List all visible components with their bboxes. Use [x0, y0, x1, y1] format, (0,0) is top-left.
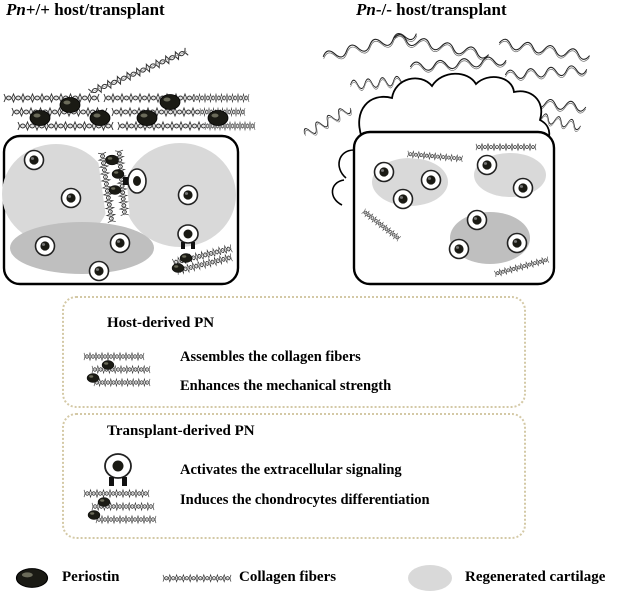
collagen-fiber	[475, 142, 537, 152]
chondrocyte	[60, 187, 82, 209]
host-derived-pn-box	[62, 296, 526, 408]
signaling-cell	[177, 224, 199, 249]
legend-cartilage-label: Regenerated cartilage	[465, 569, 606, 585]
chondrocyte	[177, 184, 199, 206]
periostin-legend-icon	[15, 567, 49, 589]
legend-collagen-label: Collagen fibers	[239, 569, 337, 585]
chondrocyte	[466, 209, 488, 231]
right-panel	[301, 28, 591, 286]
collagen-legend-icon	[162, 573, 232, 583]
host-box-heading: Host-derived PN	[107, 315, 215, 331]
right-panel-title: Pn-/- host/transplant	[356, 0, 507, 19]
chondrocyte	[420, 169, 442, 191]
chondrocyte	[476, 154, 498, 176]
host-box-item: Assembles the collagen fibers	[180, 349, 361, 365]
chondrocyte	[109, 232, 131, 254]
chondrocyte	[373, 161, 395, 183]
chondrocyte	[506, 232, 528, 254]
transplant-box-item: Activates the extracellular signaling	[180, 462, 402, 478]
legend-periostin-label: Periostin	[62, 569, 120, 585]
chondrocyte	[512, 177, 534, 199]
transplant-box-heading: Transplant-derived PN	[107, 423, 255, 439]
collagen-fiber	[87, 46, 190, 98]
left-panel	[2, 46, 256, 286]
host-box-item: Enhances the mechanical strength	[180, 378, 392, 394]
chondrocyte	[448, 238, 470, 260]
signaling-cell	[123, 168, 147, 194]
transplant-box-item: Induces the chondrocytes differentiation	[180, 492, 430, 508]
left-panel-title: Pn+/+ host/transplant	[6, 0, 165, 19]
chondrocyte	[23, 149, 45, 171]
transplant-pn-icon	[83, 453, 157, 525]
regenerated-cartilage	[10, 222, 154, 274]
transplant-derived-pn-box	[62, 413, 526, 539]
chondrocyte	[34, 235, 56, 257]
cartilage-legend-icon	[408, 565, 452, 591]
chondrocyte	[88, 260, 110, 282]
chondrocyte	[392, 188, 414, 210]
host-tissue	[358, 72, 551, 147]
